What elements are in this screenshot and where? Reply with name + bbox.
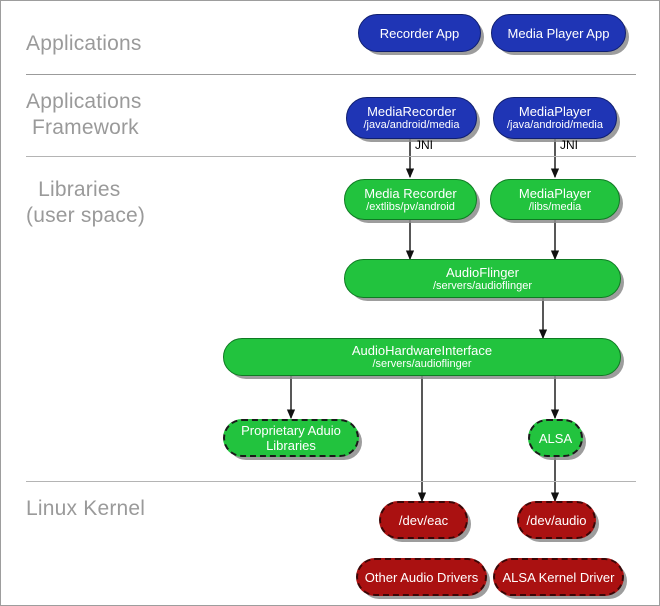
node-alsa-kernel-driver[interactable]: ALSA Kernel Driver bbox=[493, 558, 624, 596]
node-subtitle: /servers/audioflinger bbox=[372, 358, 472, 370]
node-media-recorder-library[interactable]: Media Recorder /extlibs/pv/android bbox=[344, 179, 477, 220]
node-proprietary-audio-libraries[interactable]: Proprietary Aduio Libraries bbox=[223, 419, 359, 457]
node-other-audio-drivers[interactable]: Other Audio Drivers bbox=[356, 558, 487, 596]
layer-label-linux-kernel: Linux Kernel bbox=[26, 497, 146, 520]
node-mediaplayer-library[interactable]: MediaPlayer /libs/media bbox=[490, 179, 620, 220]
node-recorder-app[interactable]: Recorder App bbox=[358, 14, 481, 52]
node-title: AudioFlinger bbox=[446, 264, 519, 280]
node-subtitle: Libraries bbox=[266, 438, 316, 453]
node-title: Media Recorder bbox=[364, 185, 457, 201]
node-title: MediaPlayer bbox=[518, 185, 592, 201]
layer-label-applications-framework: Applications Framework bbox=[26, 90, 142, 139]
node-subtitle: /servers/audioflinger bbox=[432, 279, 533, 292]
node-title: MediaRecorder bbox=[367, 104, 456, 119]
node-mediarecorder-framework[interactable]: MediaRecorder /java/android/media bbox=[346, 97, 477, 139]
node-title: Media Player App bbox=[507, 25, 610, 41]
node-title: AudioHardwareInterface bbox=[351, 343, 493, 358]
node-title: MediaPlayer bbox=[518, 104, 592, 119]
node-title: /dev/eac bbox=[398, 512, 449, 528]
node-audiohardwareinterface[interactable]: AudioHardwareInterface /servers/audiofli… bbox=[223, 338, 621, 376]
node-dev-eac[interactable]: /dev/eac bbox=[379, 501, 468, 539]
edge-label-jni-right: JNI bbox=[560, 138, 578, 152]
node-media-player-app[interactable]: Media Player App bbox=[491, 14, 626, 52]
node-title: Proprietary Aduio bbox=[241, 423, 341, 438]
node-title: /dev/audio bbox=[526, 512, 587, 528]
edge-label-jni-left: JNI bbox=[415, 138, 433, 152]
node-title: ALSA bbox=[538, 430, 573, 446]
node-title: Recorder App bbox=[379, 25, 460, 41]
layer-label-applications: Applications bbox=[26, 32, 142, 55]
layer-label-libraries: Libraries (user space) bbox=[26, 178, 146, 227]
divider-kernel bbox=[26, 481, 636, 482]
node-alsa[interactable]: ALSA bbox=[528, 419, 583, 457]
node-dev-audio[interactable]: /dev/audio bbox=[517, 501, 596, 539]
node-title: ALSA Kernel Driver bbox=[502, 569, 615, 585]
node-subtitle: /extlibs/pv/android bbox=[366, 200, 455, 213]
node-audioflinger[interactable]: AudioFlinger /servers/audioflinger bbox=[344, 259, 621, 298]
node-title: Other Audio Drivers bbox=[364, 569, 479, 585]
node-subtitle: /java/android/media bbox=[506, 119, 603, 131]
node-mediaplayer-framework[interactable]: MediaPlayer /java/android/media bbox=[493, 97, 617, 139]
node-subtitle: /libs/media bbox=[528, 200, 582, 213]
divider-framework bbox=[26, 156, 636, 157]
node-subtitle: /java/android/media bbox=[363, 119, 460, 131]
divider-applications bbox=[26, 74, 636, 75]
